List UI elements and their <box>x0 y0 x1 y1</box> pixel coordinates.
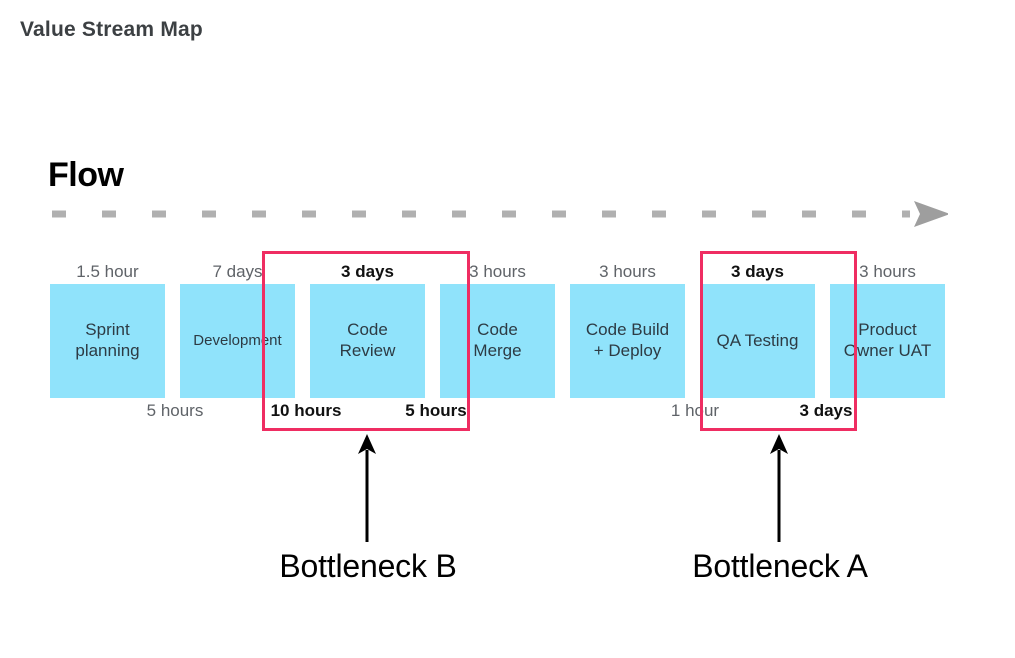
lead-time-development: 7 days <box>212 262 263 281</box>
flow-arrow-icon <box>52 201 948 227</box>
lead-time-code-review: 3 days <box>341 262 394 281</box>
lead-time-qa-testing: 3 days <box>731 262 784 281</box>
flow-heading: Flow <box>48 156 124 194</box>
stage-label-qa-testing: QA Testing <box>716 330 799 350</box>
lead-time-sprint-planning: 1.5 hour <box>76 262 139 281</box>
stage-label-sprint-planning: Sprint planning <box>75 320 140 360</box>
bottleneck-b-arrow-icon <box>358 434 376 542</box>
bottleneck-a-label: Bottleneck A <box>692 548 868 584</box>
lead-time-code-build-deploy: 3 hours <box>599 262 656 281</box>
wait-time-after-development: 10 hours <box>270 401 342 420</box>
wait-time-after-qa-testing: 3 days <box>799 401 853 420</box>
stage-label-code-build-deploy: Code Build + Deploy <box>585 320 670 360</box>
bottleneck-b-label: Bottleneck B <box>279 548 457 584</box>
stage-label-development: Development <box>193 331 282 349</box>
stage-code-build-deploy[interactable]: Code Build + Deploy <box>570 284 685 398</box>
lead-time-product-owner-uat: 3 hours <box>859 262 916 281</box>
bottleneck-b-highlight-box[interactable] <box>262 251 470 431</box>
wait-time-after-sprint-planning: 5 hours <box>146 401 204 420</box>
stage-code-review[interactable]: Code Review <box>310 284 425 398</box>
page-title: Value Stream Map <box>20 18 203 41</box>
bottleneck-a-arrow-icon <box>770 434 788 542</box>
stage-development[interactable]: Development <box>180 284 295 398</box>
stage-label-code-review: Code Review <box>339 320 396 360</box>
stage-qa-testing[interactable]: QA Testing <box>700 284 815 398</box>
wait-time-after-code-build-deploy: 1 hour <box>670 401 720 420</box>
wait-time-after-code-review: 5 hours <box>405 401 467 420</box>
stage-label-code-merge: Code Merge <box>473 320 522 360</box>
bottleneck-a-highlight-box[interactable] <box>700 251 857 431</box>
stage-code-merge[interactable]: Code Merge <box>440 284 555 398</box>
lead-time-code-merge: 3 hours <box>469 262 526 281</box>
stage-sprint-planning[interactable]: Sprint planning <box>50 284 165 398</box>
